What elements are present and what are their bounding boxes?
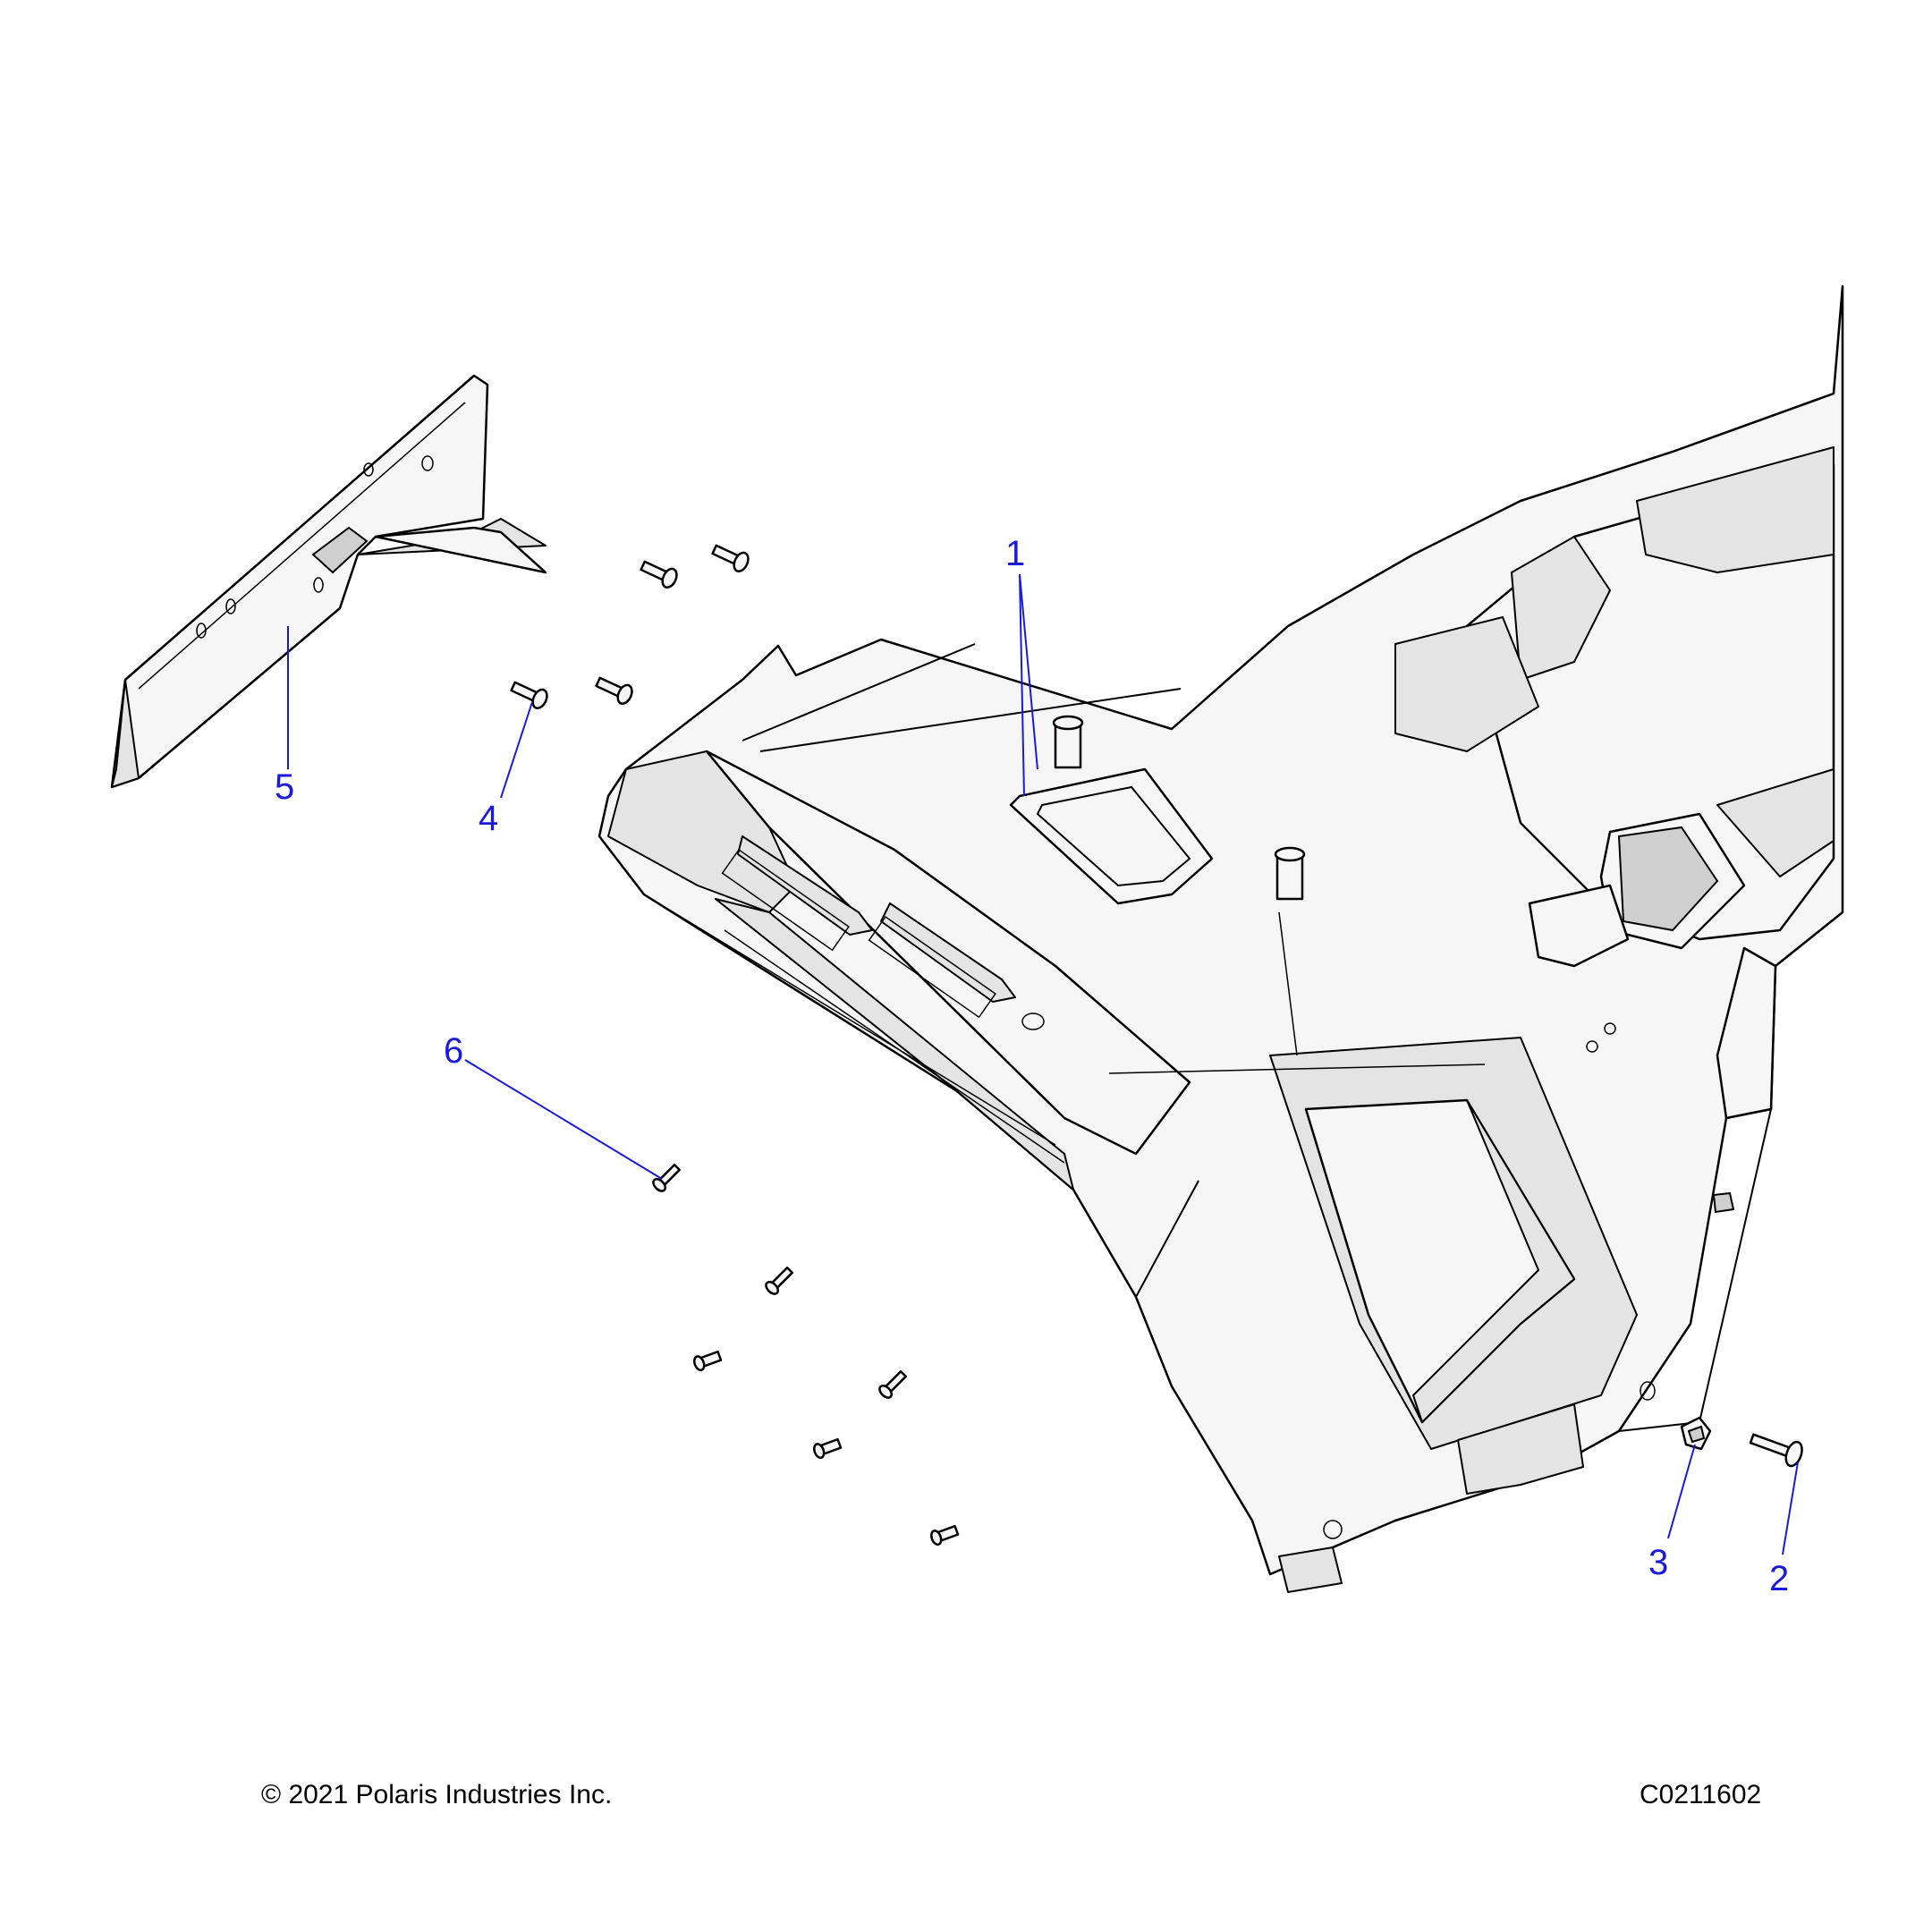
copyright-text: © 2021 Polaris Industries Inc. — [261, 1780, 613, 1809]
callout-3: 3 — [1648, 1444, 1696, 1582]
callout-6: 6 — [444, 1031, 663, 1180]
svg-text:5: 5 — [275, 767, 294, 807]
screws — [510, 544, 1803, 1546]
svg-text:2: 2 — [1769, 1559, 1789, 1598]
svg-text:4: 4 — [479, 799, 498, 838]
callout-1: 1 — [1005, 534, 1038, 797]
svg-text:1: 1 — [1005, 534, 1025, 573]
callout-4: 4 — [479, 701, 533, 838]
callout-5: 5 — [275, 626, 294, 807]
svg-text:3: 3 — [1648, 1543, 1668, 1582]
handle-slots — [721, 835, 1016, 1019]
standoff-posts — [1052, 715, 1306, 901]
drawing-number: C0211602 — [1640, 1780, 1762, 1809]
top-opening-ring — [1009, 767, 1214, 905]
svg-text:6: 6 — [444, 1031, 463, 1071]
clip-nut — [1680, 1416, 1712, 1451]
main-floor-panel — [597, 284, 1844, 1593]
side-panel-bracket — [110, 374, 547, 789]
callout-2: 2 — [1769, 1462, 1799, 1598]
